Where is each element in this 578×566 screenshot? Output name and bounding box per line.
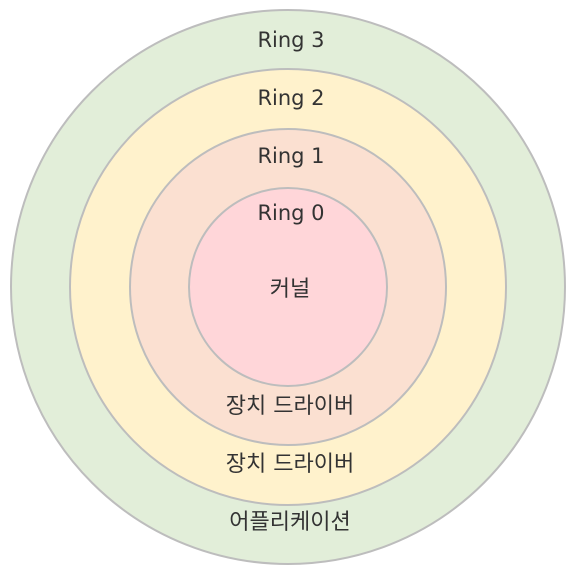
ring-2-title: Ring 2 xyxy=(257,86,324,110)
ring-0-description: 커널 xyxy=(270,277,310,302)
ring-0-circle xyxy=(188,187,388,387)
ring-3-title: Ring 3 xyxy=(257,28,324,52)
ring-0-title: Ring 0 xyxy=(257,201,324,225)
ring-1-description: 장치 드라이버 xyxy=(226,394,354,419)
ring-2-description: 장치 드라이버 xyxy=(226,452,354,477)
ring-3-description: 어플리케이션 xyxy=(229,510,350,535)
ring-1-title: Ring 1 xyxy=(257,144,324,168)
